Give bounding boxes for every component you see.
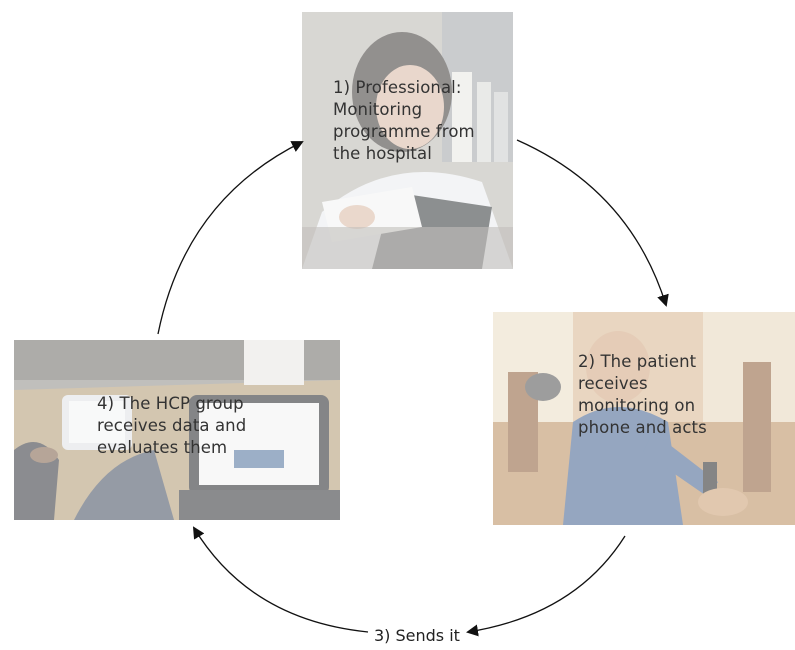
- photo-fade-overlay: [302, 12, 513, 269]
- professional-photo-image: [302, 12, 513, 269]
- photo-fade-overlay: [493, 312, 795, 525]
- photo-hcp-group: [14, 340, 340, 520]
- photo-professional: [302, 12, 513, 269]
- arrow-professional-to-patient: [516, 139, 669, 307]
- arrow-hcp-to-professional: [157, 141, 304, 335]
- step-1-label: 1) Professional: Monitoring programme fr…: [333, 78, 475, 163]
- photo-patient: [493, 312, 795, 525]
- step-4-label: 4) The HCP group receives data and evalu…: [97, 394, 247, 457]
- photo-fade-overlay: [14, 340, 340, 520]
- step-3-label: 3) Sends it: [374, 626, 460, 645]
- step-2-label: 2) The patient receives monitoring on ph…: [578, 352, 707, 437]
- arrow-sends-to-hcp: [192, 526, 369, 633]
- arrow-patient-to-sends: [466, 535, 626, 637]
- patient-photo-image: [493, 312, 795, 525]
- hcp-photo-image: [14, 340, 340, 520]
